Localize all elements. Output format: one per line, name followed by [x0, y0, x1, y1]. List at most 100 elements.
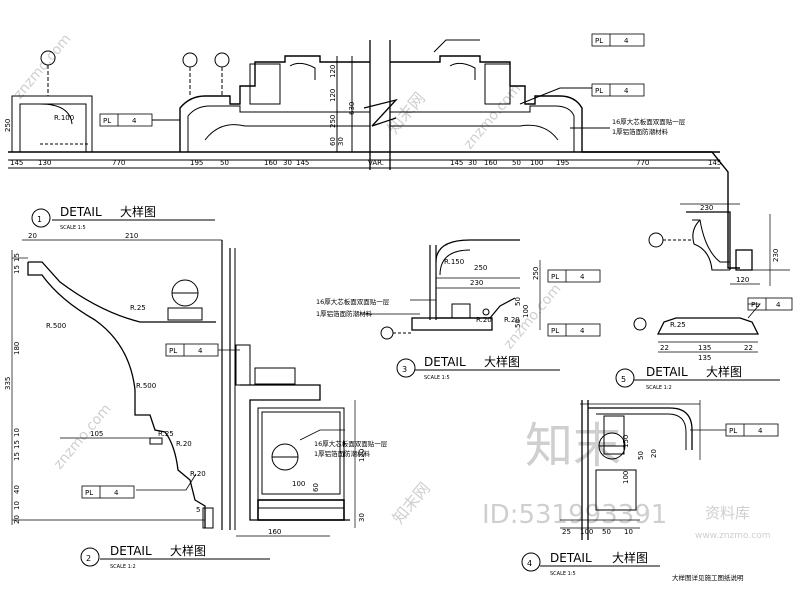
- detail-4-title: DETAIL: [550, 551, 592, 565]
- detail-5-scale: SCALE 1:2: [646, 385, 672, 391]
- d3-dim-50-b: 50: [514, 319, 522, 328]
- detail-title-3: 3 DETAIL 大样图 SCALE 1:5: [396, 354, 560, 381]
- dim-height-630: 630: [348, 102, 356, 115]
- detail-1-drawing: [11, 239, 356, 537]
- dim-50-a: 50: [220, 159, 229, 167]
- pl-tag: PL 4: [725, 423, 779, 437]
- top-radius: R.100: [54, 114, 74, 122]
- watermark-site: www.znzmo.com: [695, 531, 770, 541]
- detail-5-drawing: [633, 203, 790, 353]
- detail-title-4: 4 DETAIL 大样图 SCALE 1:5: [521, 550, 660, 577]
- detail-title-1: 1 DETAIL 大样图 SCALE 1:5: [31, 204, 215, 231]
- dim-height-120-b: 120: [329, 89, 337, 102]
- d4-dim-10: 10: [624, 528, 633, 536]
- pl-tag: PL 4: [591, 33, 645, 47]
- d1-radius-500-b: R.500: [136, 382, 156, 390]
- d4-dim-50: 50: [637, 451, 645, 460]
- pl-tag-value: 4: [624, 37, 629, 45]
- detail-4-title-cn: 大样图: [612, 550, 648, 565]
- footer-note: 大样图详见施工图纸说明: [672, 573, 744, 582]
- dim-height-250-b: 250: [329, 115, 337, 128]
- top-note-line-2: 1厚铝箔面防潮材料: [612, 127, 669, 136]
- detail-5-dims: 230 120 230 135 22 22 135 R.25: [660, 204, 780, 362]
- dim-195-a: 195: [190, 159, 203, 167]
- d2-note-line-1: 16厚大芯板面双面贴一层: [314, 439, 388, 448]
- d5-dim-135-a: 135: [698, 344, 711, 352]
- d1-mid-105: 105: [90, 430, 103, 438]
- right-120: 120: [736, 276, 749, 284]
- pl-tag-value: 4: [776, 301, 781, 309]
- pl-tag-label: PL: [551, 273, 559, 281]
- d1-left-15-d: 15: [13, 452, 21, 461]
- dim-145-d: 145: [708, 159, 721, 167]
- detail-2-scale: SCALE 1:2: [110, 564, 136, 570]
- detail-5-number: 5: [621, 375, 626, 384]
- pl-tag-value: 4: [114, 489, 119, 497]
- d3-radius-20-b: R.20: [504, 316, 520, 324]
- pl-tag: PL 4: [547, 323, 601, 337]
- d1-radius-20-a: R.20: [176, 440, 192, 448]
- detail-1-dims: 20 210 15 15 180 335 10 15 15 40 10 20 5…: [4, 232, 388, 536]
- watermark-diag-2: znzmo.com: [461, 81, 525, 152]
- d1-left-180: 180: [13, 342, 21, 355]
- detail-3-title: DETAIL: [424, 355, 466, 369]
- d1-radius-500-a: R.500: [46, 322, 66, 330]
- d3-dim-250-v: 250: [532, 267, 540, 280]
- pl-tag: PL 4: [81, 485, 135, 499]
- top-section-dims: 145 130 770 195 50 160 30 145 VAR. 145 3…: [4, 65, 721, 167]
- d5-dim-22-b: 22: [744, 344, 753, 352]
- d1-top-20: 20: [28, 232, 37, 240]
- d3-radius-150: R.150: [444, 258, 464, 266]
- d1-left-10-b: 10: [13, 501, 21, 510]
- d3-dim-50-a: 50: [514, 297, 522, 306]
- detail-3-scale: SCALE 1:5: [424, 375, 450, 381]
- pl-tag-label: PL: [169, 347, 177, 355]
- dim-195-b: 195: [556, 159, 569, 167]
- dim-height-120-a: 120: [329, 65, 337, 78]
- detail-1-scale: SCALE 1:5: [60, 225, 86, 231]
- pl-tag-value: 4: [580, 327, 585, 335]
- d1-left-40: 40: [13, 485, 21, 494]
- watermark-diag-3: znzmo.com: [51, 401, 115, 472]
- dim-770-a: 770: [112, 159, 125, 167]
- right-top-230: 230: [700, 204, 713, 212]
- pl-tag-label: PL: [729, 427, 737, 435]
- detail-5-title: DETAIL: [646, 365, 688, 379]
- dim-100: 100: [530, 159, 543, 167]
- pl-tag: PL 4: [165, 343, 219, 357]
- pl-tag-label: PL: [551, 327, 559, 335]
- pl-tag: PL 4: [547, 269, 601, 283]
- d2-dim-120: 120: [358, 449, 366, 462]
- d5-dim-135-b: 135: [698, 354, 711, 362]
- d1-left-10: 10: [13, 428, 21, 437]
- dim-145-a: 145: [10, 159, 23, 167]
- dim-145-b: 145: [296, 159, 309, 167]
- pl-tag-label: PL: [751, 301, 759, 309]
- detail-5-title-cn: 大样图: [706, 364, 742, 379]
- pl-tag-label: PL: [85, 489, 93, 497]
- dim-130: 130: [38, 159, 51, 167]
- pl-tag: PL 4: [747, 297, 793, 311]
- detail-1-title-cn: 大样图: [120, 204, 156, 219]
- dim-height-30: 30: [337, 137, 345, 146]
- detail-1-number: 1: [37, 215, 42, 224]
- watermark-library-cn: 资料库: [705, 504, 750, 522]
- detail-3-title-cn: 大样图: [484, 354, 520, 369]
- detail-1-title: DETAIL: [60, 205, 102, 219]
- pl-tag: PL 4: [591, 83, 645, 97]
- d1-side-r25: R.25: [158, 430, 174, 438]
- d4-dim-150: 150: [622, 435, 630, 448]
- watermark-small-cn-2: 知末网: [389, 479, 434, 528]
- dim-var: VAR.: [368, 159, 384, 167]
- detail-4-number: 4: [527, 559, 532, 568]
- pl-tags: PL 4 PL 4 PL 4 PL 4 PL 4: [81, 33, 793, 499]
- d4-dim-25: 25: [562, 528, 571, 536]
- dim-770-b: 770: [636, 159, 649, 167]
- d1-left-15-a: 15: [13, 253, 21, 262]
- d2-dim-160: 160: [268, 528, 281, 536]
- detail-3-dims: 250 230 250 100 50 50 R.150 R.20 R.20 16…: [316, 258, 540, 328]
- d5-dim-22-a: 22: [660, 344, 669, 352]
- d1-top-210: 210: [125, 232, 138, 240]
- d2-dim-30: 30: [358, 513, 366, 522]
